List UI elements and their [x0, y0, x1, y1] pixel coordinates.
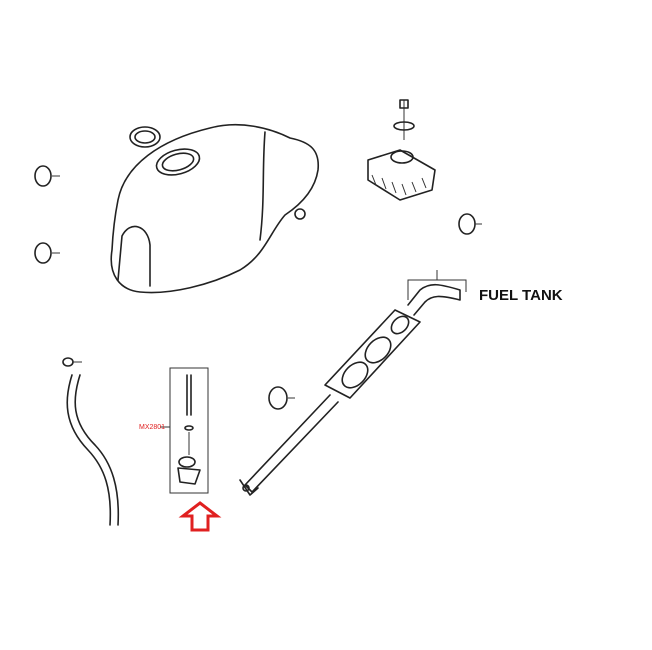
- arrow-up-outline-icon: [178, 501, 222, 532]
- fuel-pump-assembly: [239, 270, 467, 496]
- vent-hose: [62, 357, 120, 526]
- filler-cap-seal: [129, 126, 161, 148]
- rear-mount-bracket: [367, 99, 436, 201]
- fuel-tank: [110, 123, 319, 294]
- part-number-label: MX2801: [139, 424, 166, 431]
- rubber-cushions: [34, 165, 482, 410]
- diagram-title: FUEL TANK: [479, 287, 563, 304]
- fuel-valve-part: [160, 367, 209, 494]
